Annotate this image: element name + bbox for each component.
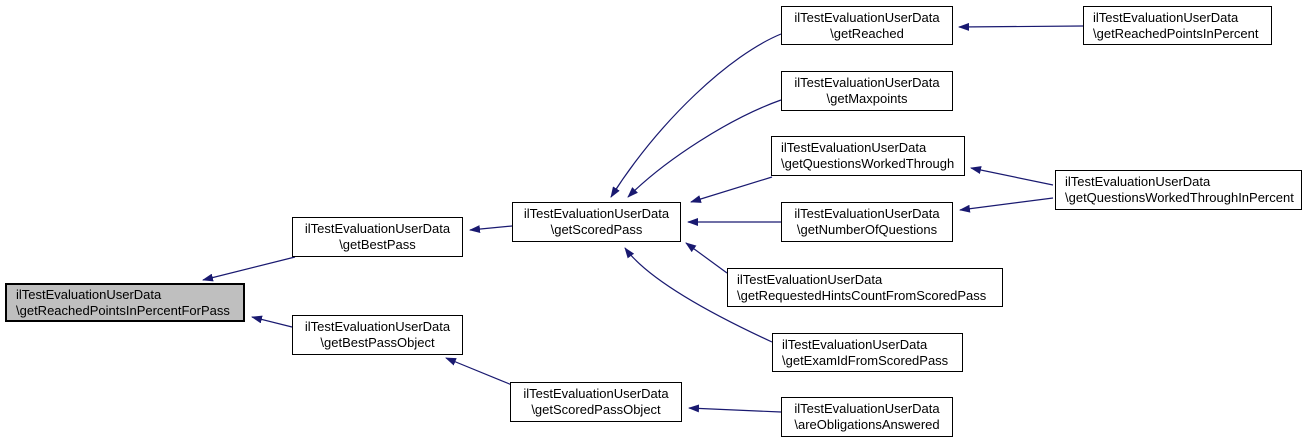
node-method-name: \getReachedPointsInPercentForPass: [16, 303, 230, 318]
node-getreached[interactable]: ilTestEvaluationUserData \getReached: [781, 6, 953, 45]
node-class-name: ilTestEvaluationUserData: [794, 10, 940, 25]
edge-getscoredpass-to-getbestpass: [469, 225, 513, 234]
node-class-name: ilTestEvaluationUserData: [1065, 174, 1211, 189]
node-method-name: \getQuestionsWorkedThroughInPercent: [1065, 190, 1294, 205]
node-getbestpassobject[interactable]: ilTestEvaluationUserData \getBestPassObj…: [292, 315, 463, 355]
node-getrequestedhintscountfromscoredpass[interactable]: ilTestEvaluationUserData \getRequestedHi…: [727, 268, 1003, 307]
edge-getreached-to-getscoredpass: [610, 33, 782, 198]
node-class-name: ilTestEvaluationUserData: [523, 206, 670, 221]
node-method-name: \areObligationsAnswered: [794, 417, 940, 432]
edge-areobligations-to-getscoredpassobject: [688, 404, 782, 413]
node-class-name: ilTestEvaluationUserData: [1093, 10, 1239, 25]
node-class-name: ilTestEvaluationUserData: [16, 287, 162, 302]
node-class-name: ilTestEvaluationUserData: [304, 221, 451, 236]
node-getscoredpass[interactable]: ilTestEvaluationUserData \getScoredPass: [512, 202, 681, 242]
node-getreachedpointsinpercent[interactable]: ilTestEvaluationUserData \getReachedPoin…: [1083, 6, 1272, 45]
node-class-name: ilTestEvaluationUserData: [781, 140, 927, 155]
edge-getquestionsworkedthrough-to-getscoredpass: [690, 176, 773, 203]
node-getbestpass[interactable]: ilTestEvaluationUserData \getBestPass: [292, 217, 463, 257]
node-getscoredpassobject[interactable]: ilTestEvaluationUserData \getScoredPassO…: [510, 382, 682, 422]
node-class-name: ilTestEvaluationUserData: [304, 319, 451, 334]
node-method-name: \getBestPassObject: [320, 335, 435, 350]
node-method-name: \getReachedPointsInPercent: [1093, 26, 1259, 41]
node-getnumberofquestions[interactable]: ilTestEvaluationUserData \getNumberOfQue…: [781, 202, 953, 242]
node-getquestionsworkedthroughinpercent[interactable]: ilTestEvaluationUserData \getQuestionsWo…: [1055, 170, 1302, 210]
node-getreachedpointsinpercentforpass: ilTestEvaluationUserData \getReachedPoin…: [5, 283, 245, 322]
node-method-name: \getExamIdFromScoredPass: [782, 353, 949, 368]
node-class-name: ilTestEvaluationUserData: [737, 272, 883, 287]
node-class-name: ilTestEvaluationUserData: [523, 386, 669, 401]
node-getmaxpoints[interactable]: ilTestEvaluationUserData \getMaxpoints: [781, 71, 953, 111]
node-method-name: \getMaxpoints: [826, 91, 908, 106]
edge-qwtinpercent-to-getnumberofquestions: [959, 197, 1054, 213]
node-getquestionsworkedthrough[interactable]: ilTestEvaluationUserData \getQuestionsWo…: [771, 136, 965, 176]
node-method-name: \getScoredPassObject: [531, 402, 661, 417]
edge-getmaxpoints-to-getscoredpass: [627, 99, 782, 198]
edge-getbestpassobject-to-focus: [251, 315, 293, 328]
node-class-name: ilTestEvaluationUserData: [794, 401, 940, 416]
node-class-name: ilTestEvaluationUserData: [794, 206, 940, 221]
node-method-name: \getNumberOfQuestions: [796, 222, 938, 237]
node-method-name: \getQuestionsWorkedThrough: [781, 156, 955, 171]
node-areobligationsanswered[interactable]: ilTestEvaluationUserData \areObligations…: [781, 397, 953, 437]
edge-getbestpass-to-focus: [202, 256, 296, 282]
edge-getreachedpointsinpercent-to-getreached: [958, 22, 1084, 31]
edge-qwtinpercent-to-getquestionsworkedthrough: [970, 166, 1054, 186]
node-class-name: ilTestEvaluationUserData: [782, 337, 928, 352]
node-getexamidfromscoredpass[interactable]: ilTestEvaluationUserData \getExamIdFromS…: [772, 333, 963, 372]
node-method-name: \getBestPass: [339, 237, 416, 252]
edge-getrequestedhints-to-getscoredpass: [685, 242, 728, 274]
node-class-name: ilTestEvaluationUserData: [794, 75, 940, 90]
node-method-name: \getReached: [830, 26, 904, 41]
edge-getscoredpassobject-to-getbestpassobject: [445, 357, 513, 386]
node-method-name: \getRequestedHintsCountFromScoredPass: [737, 288, 987, 303]
node-method-name: \getScoredPass: [550, 222, 643, 237]
